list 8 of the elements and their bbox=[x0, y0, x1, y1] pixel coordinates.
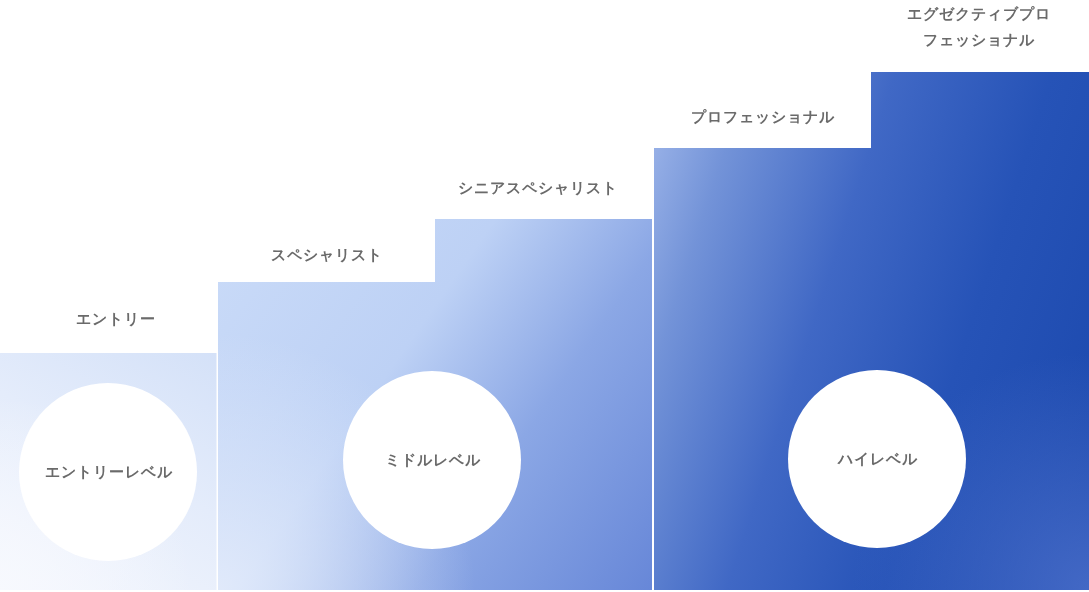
level-label: エントリーレベル bbox=[43, 462, 173, 482]
level-label: ハイレベル bbox=[836, 449, 918, 469]
step-label: シニアスペシャリスト bbox=[456, 178, 618, 199]
step-label: プロフェッショナル bbox=[689, 107, 835, 128]
step-label: スペシャリスト bbox=[269, 245, 383, 266]
level-label: ミドルレベル bbox=[383, 450, 481, 470]
step-label: エントリー bbox=[74, 309, 156, 330]
step-label: エグゼクティブプロフェッショナル bbox=[905, 4, 1052, 51]
